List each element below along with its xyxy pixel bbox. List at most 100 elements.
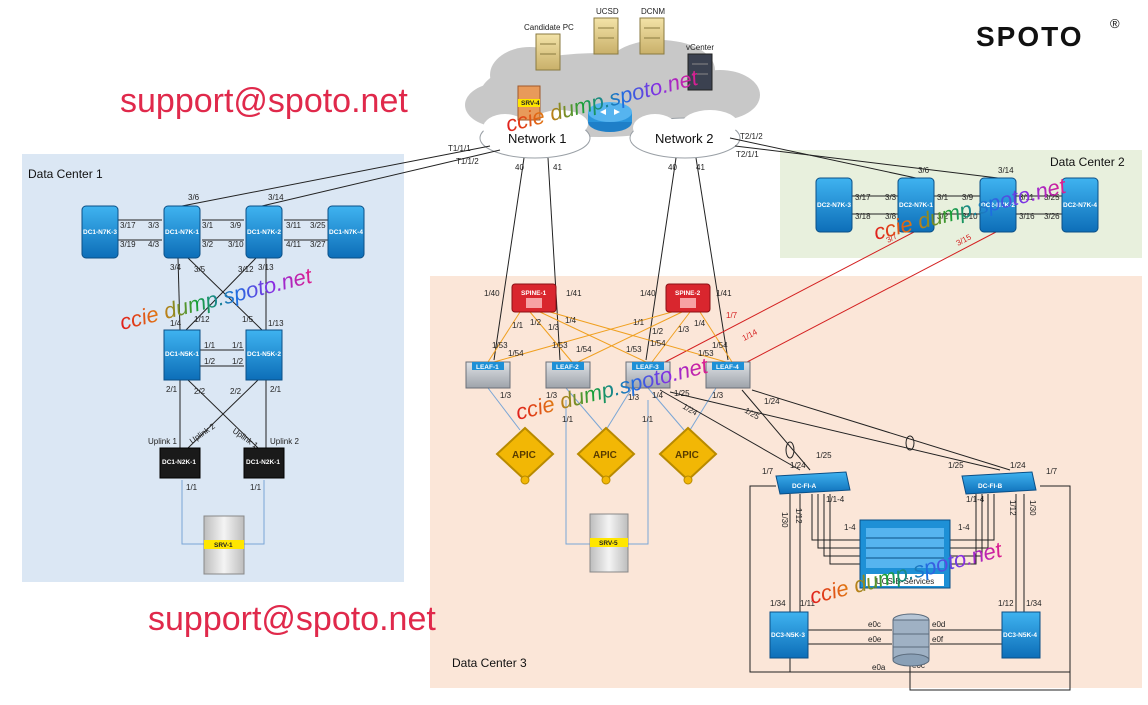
leaf-3-label: LEAF-3 — [636, 364, 659, 371]
apic-2-label: APIC — [593, 450, 617, 461]
port-1-1-n2k1: 1/1 — [186, 483, 198, 492]
dc1-links — [118, 219, 328, 449]
dcnm-server-icon — [639, 17, 665, 55]
port-t1-1-2: T1/1/2 — [456, 157, 479, 166]
port-4-3: 4/3 — [148, 240, 160, 249]
dc2-n7k-4-label: DC2-N7K-4 — [1063, 202, 1097, 209]
port-1-53-l1: 1/53 — [492, 341, 508, 350]
dc1-n7k-1-switch — [163, 205, 201, 259]
port-3-3: 3/3 — [148, 221, 160, 230]
dc1-n5k-1-label: DC1-N5K-1 — [165, 351, 199, 358]
port-1-4-l3: 1/4 — [652, 391, 664, 400]
port-1-1-srv5a: 1/1 — [562, 415, 574, 424]
dc-fi-a-switch — [775, 471, 851, 495]
dc1-n2k-2-label: DC1-N2K-1 — [246, 459, 280, 466]
port-1-54-l3: 1/54 — [650, 339, 666, 348]
port-4-11: 4/11 — [286, 240, 302, 249]
port-3-9-dc2: 3/9 — [962, 193, 974, 202]
apic-1-label: APIC — [512, 450, 536, 461]
leaf-fi-links — [659, 389, 1011, 471]
srv4-label: SRV-4 — [521, 100, 540, 107]
port-3-26-dc2: 3/26 — [1044, 212, 1060, 221]
port-1-24-l4: 1/24 — [764, 397, 780, 406]
ucsd-label: UCSD — [596, 7, 619, 16]
port-1-1-n2k2: 1/1 — [250, 483, 262, 492]
dc1-n7k-3-switch — [81, 205, 119, 259]
dc1-n7k-2-label: DC1-N7K-2 — [247, 229, 281, 236]
port-1-2-s2: 1/2 — [652, 327, 664, 336]
port-1-3-l1: 1/3 — [500, 391, 512, 400]
port-e0d: e0d — [932, 620, 945, 629]
dc-fi-b-switch — [961, 471, 1037, 495]
port-1-7-fia: 1/7 — [762, 467, 774, 476]
port-3-25-dc2: 3/25 — [1044, 193, 1060, 202]
port-2-2-n5k1: 2/2 — [194, 387, 206, 396]
port-3-13: 3/13 — [258, 263, 274, 272]
port-2-2-n5k2: 2/2 — [230, 387, 242, 396]
port-1-53-l3: 1/53 — [626, 345, 642, 354]
port-40-b: 40 — [668, 163, 677, 172]
spine-leaf-links — [487, 311, 733, 363]
port-1-40-spine1: 1/40 — [484, 289, 500, 298]
port-1-2-n5k2: 1/2 — [232, 357, 244, 366]
port-1-54-l4: 1/54 — [712, 341, 728, 350]
dc-fi-a-label: DC-FI-A — [792, 483, 816, 490]
dc2-n7k-4-switch — [1061, 177, 1099, 233]
port-3-16-dc2: 3/16 — [1019, 212, 1035, 221]
vcenter-label: vCenter — [686, 43, 714, 52]
dc3-title: Data Center 3 — [452, 656, 527, 670]
port-1-41-spine1: 1/41 — [566, 289, 582, 298]
port-1-3-s2: 1/3 — [678, 325, 690, 334]
dc1-n7k-4-switch — [327, 205, 365, 259]
port-1-24-fia: 1/24 — [790, 461, 806, 470]
port-3-12: 3/12 — [238, 265, 254, 274]
port-1-1-4-fia: 1/1-4 — [826, 495, 845, 504]
port-1-53-l2: 1/53 — [552, 341, 568, 350]
port-3-5: 3/5 — [194, 265, 206, 274]
port-1-12-fib: 1/12 — [1008, 500, 1017, 516]
port-1-13-dc1: 1/13 — [268, 319, 284, 328]
port-1-41-spine2: 1/41 — [716, 289, 732, 298]
port-1-1-n5k1: 1/1 — [204, 341, 216, 350]
port-1-11-n5k3: 1/11 — [800, 599, 816, 608]
dc3-n5k-4-label: DC3-N5K-4 — [1003, 632, 1037, 639]
port-1-25-fia: 1/25 — [816, 451, 832, 460]
srv4-server-icon — [517, 85, 541, 121]
port-1-30-fib: 1/30 — [1028, 500, 1037, 516]
leaf-4-label: LEAF-4 — [716, 364, 739, 371]
port-1-7-fib: 1/7 — [1046, 467, 1058, 476]
srv1-label: SRV-1 — [214, 542, 233, 549]
leaf-4-switch — [705, 361, 751, 389]
srv5-label: SRV-5 — [599, 540, 618, 547]
wan-router-icon — [588, 102, 632, 132]
network-1-cloud — [479, 110, 591, 159]
dc1-n5k-2-label: DC1-N5K-2 — [247, 351, 281, 358]
port-1-12-dc1: 1/12 — [194, 315, 210, 324]
port-41-b: 41 — [696, 163, 705, 172]
ucs-b-chassis — [859, 519, 951, 589]
candidate-pc-server-icon — [535, 33, 561, 71]
vcenter-server-icon — [687, 53, 713, 91]
port-3-10: 3/10 — [228, 240, 244, 249]
port-3-27: 3/27 — [310, 240, 326, 249]
dc3-n5k-3-switch — [769, 611, 809, 659]
port-1-1-srv5b: 1/1 — [642, 415, 654, 424]
spine-2-label: SPINE-2 — [675, 290, 701, 297]
port-1-34-n5k3: 1/34 — [770, 599, 786, 608]
port-3-19: 3/19 — [120, 240, 136, 249]
port-1-34-n5k4: 1/34 — [1026, 599, 1042, 608]
port-1-2-n5k1: 1/2 — [204, 357, 216, 366]
port-3-14: 3/14 — [268, 193, 284, 202]
port-3-4: 3/4 — [170, 263, 182, 272]
port-1-4-s2: 1/4 — [694, 319, 706, 328]
port-1-1-s1: 1/1 — [512, 321, 524, 330]
dc1-n7k-1-label: DC1-N7K-1 — [165, 229, 199, 236]
port-3-17-dc2: 3/17 — [855, 193, 871, 202]
port-3-1: 3/1 — [202, 221, 214, 230]
leaf-1-label: LEAF-1 — [476, 364, 499, 371]
port-1-54-l1: 1/54 — [508, 349, 524, 358]
port-e0a: e0a — [872, 663, 886, 672]
candidate-pc-label: Candidate PC — [524, 23, 574, 32]
port-channel-b-icon — [905, 435, 915, 451]
